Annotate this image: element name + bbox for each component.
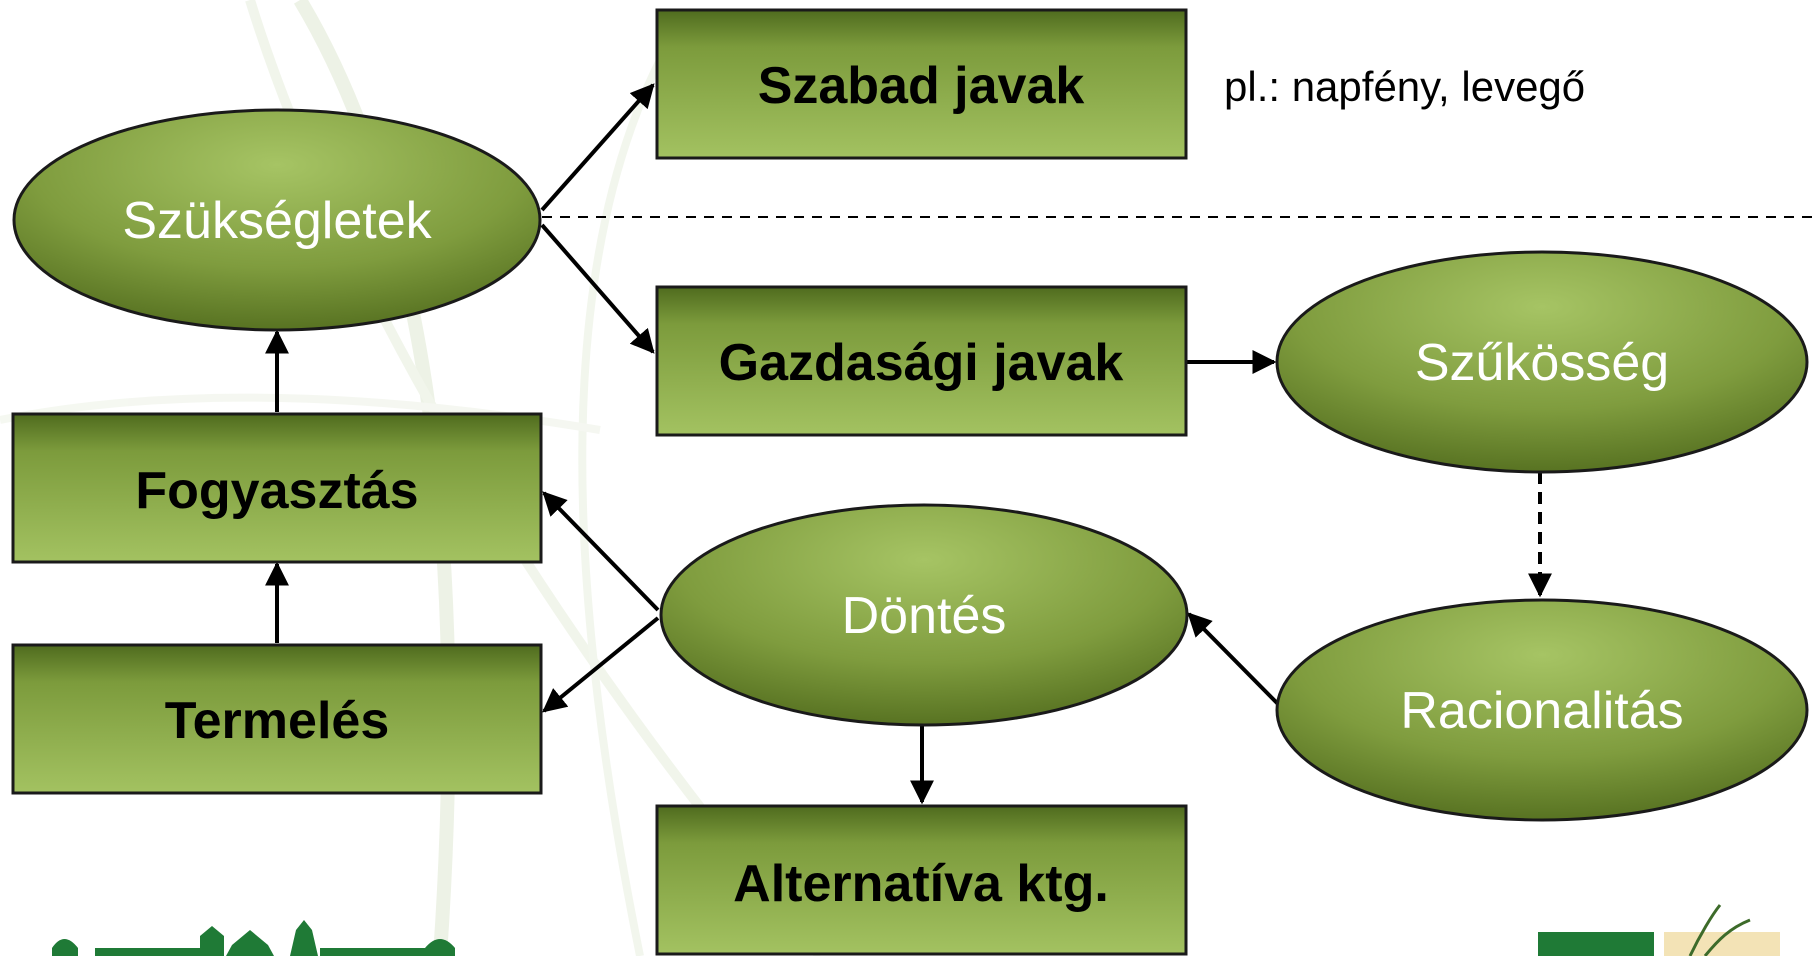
fogyasztas-label: Fogyasztás: [135, 462, 418, 520]
arrow-dontes-to-termeles: [542, 616, 660, 713]
node-gazdasagi-javak: Gazdasági javak: [655, 285, 1188, 437]
node-szukosseg: Szűkösség: [1275, 250, 1809, 474]
connectors: [265, 83, 1552, 805]
node-dontes: Döntés: [659, 503, 1189, 727]
corner-logo: [1538, 904, 1780, 956]
szabad-javak-label: Szabad javak: [758, 57, 1085, 115]
node-racionalitas: Racionalitás: [1275, 598, 1809, 822]
arrow-szuksegletek-to-szabad: [540, 83, 655, 212]
node-szabad-javak: Szabad javak: [655, 8, 1188, 160]
gazdasagi-javak-label: Gazdasági javak: [719, 334, 1124, 392]
szuksegletek-label: Szükségletek: [122, 192, 432, 250]
arrow-szuksegletek-to-gazdasagi: [540, 223, 655, 354]
node-fogyasztas: Fogyasztás: [11, 412, 543, 564]
arrow-racionalitas-to-dontes: [1187, 612, 1280, 706]
szukosseg-label: Szűkösség: [1415, 334, 1669, 392]
node-alternativa: Alternatíva ktg.: [655, 804, 1188, 956]
szabad-javak-note: pl.: napfény, levegő: [1224, 63, 1585, 110]
dontes-label: Döntés: [842, 587, 1007, 645]
building-silhouette-logo: [52, 920, 455, 956]
racionalitas-label: Racionalitás: [1400, 682, 1683, 740]
alternativa-label: Alternatíva ktg.: [733, 855, 1109, 913]
node-termeles: Termelés: [11, 643, 543, 795]
node-szuksegletek: Szükségletek: [12, 108, 542, 332]
arrow-dontes-to-fogyasztas: [542, 491, 660, 612]
termeles-label: Termelés: [165, 692, 390, 750]
